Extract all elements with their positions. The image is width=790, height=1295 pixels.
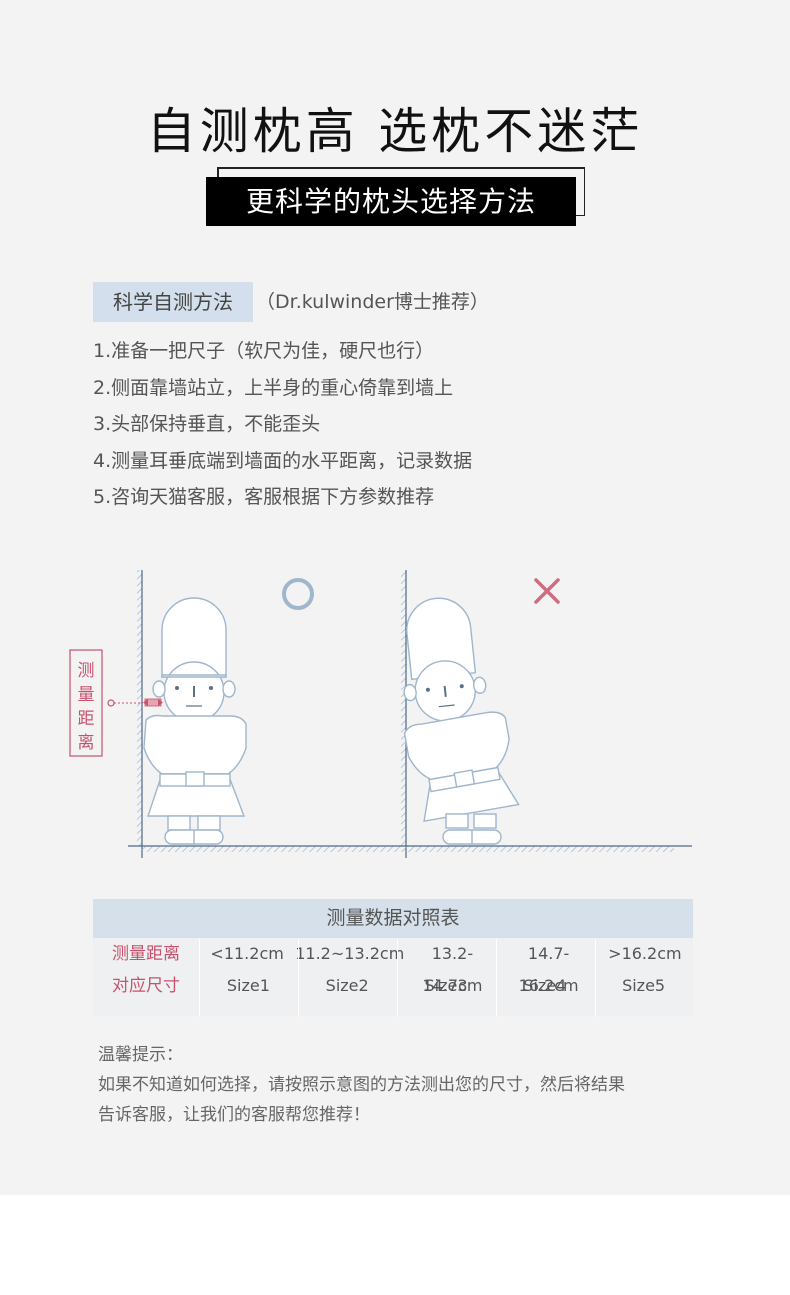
circle-icon [282, 578, 314, 610]
svg-text:量: 量 [78, 685, 95, 705]
step-item: 3.头部保持垂直，不能歪头 [93, 413, 321, 435]
steps-list: 1.准备一把尺子（软尺为佳，硬尺也行） 2.侧面靠墙站立，上半身的重心倚靠到墙上… [93, 336, 472, 519]
tips-line: 告诉客服，让我们的客服帮您推荐！ [98, 1105, 370, 1125]
page: 自测枕高 选枕不迷茫 更科学的枕头选择方法 科学自测方法 （Dr.kulwind… [0, 0, 790, 1195]
figure-correct [143, 597, 247, 845]
method-note: （Dr.kulwinder博士推荐） [256, 291, 489, 313]
table-body: 测量距离 <11.2cm 11.2~13.2cm 13.2-14.7cm 14.… [93, 938, 693, 1016]
cross-icon [534, 578, 560, 604]
subtitle-frame-top [217, 167, 585, 169]
svg-text:离: 离 [78, 733, 95, 753]
figure-wrong [403, 597, 520, 845]
page-title: 自测枕高 选枕不迷茫 [146, 103, 644, 160]
subtitle-banner: 更科学的枕头选择方法 [206, 177, 576, 226]
table-cell: Size2 [325, 976, 369, 995]
table-cell: 13.2-14.7cm [422, 944, 483, 995]
method-tag: 科学自测方法 [93, 282, 253, 322]
right-wall [401, 570, 407, 858]
tips-heading: 温馨提示： [98, 1045, 183, 1065]
left-wall [137, 570, 143, 858]
row-label-distance: 测量距离 [112, 944, 180, 964]
table-cell: 11.2~13.2cm [295, 944, 405, 963]
table-cell: Size5 [622, 976, 666, 995]
column-divider [397, 939, 398, 1017]
column-divider [496, 939, 497, 1017]
table-row: 测量距离 <11.2cm 11.2~13.2cm 13.2-14.7cm 14.… [93, 938, 693, 995]
column-divider [595, 939, 596, 1017]
table-cell: <11.2cm [210, 944, 284, 963]
floor [128, 845, 692, 852]
table-cell: Size1 [226, 976, 270, 995]
step-item: 5.咨询天猫客服，客服根据下方参数推荐 [93, 486, 435, 508]
table-cell: Size4 [523, 976, 567, 995]
column-divider [199, 939, 200, 1017]
size-table: 测量数据对照表 测量距离 <11.2cm 11.2~13.2cm 13.2-14… [93, 899, 693, 1017]
table-cell: 14.7-16.2cm [518, 944, 579, 995]
step-item: 1.准备一把尺子（软尺为佳，硬尺也行） [93, 340, 435, 362]
table-title: 测量数据对照表 [93, 899, 693, 938]
svg-text:测: 测 [78, 661, 95, 681]
svg-text:距: 距 [78, 709, 95, 729]
measure-arrow [107, 698, 163, 707]
step-item: 4.测量耳垂底端到墙面的水平距离，记录数据 [93, 449, 473, 472]
measurement-diagram: 测 量 距 离 [69, 570, 692, 858]
tips-line: 如果不知道如何选择，请按照示意图的方法测出您的尺寸，然后将结果 [98, 1075, 625, 1095]
step-item: 2.侧面靠墙站立，上半身的重心倚靠到墙上 [93, 376, 454, 399]
row-label-size: 对应尺寸 [112, 976, 180, 996]
measure-label: 测 量 距 离 [69, 649, 103, 757]
column-divider [298, 939, 299, 1017]
table-row: 对应尺寸 Size1 Size2 Size3 Size4 Size5 [93, 970, 693, 1002]
subtitle-frame-left [217, 167, 219, 179]
tips: 温馨提示： 如果不知道如何选择，请按照示意图的方法测出您的尺寸，然后将结果 告诉… [98, 1040, 625, 1130]
table-cell: >16.2cm [608, 944, 682, 963]
table-cell: Size3 [424, 976, 468, 995]
